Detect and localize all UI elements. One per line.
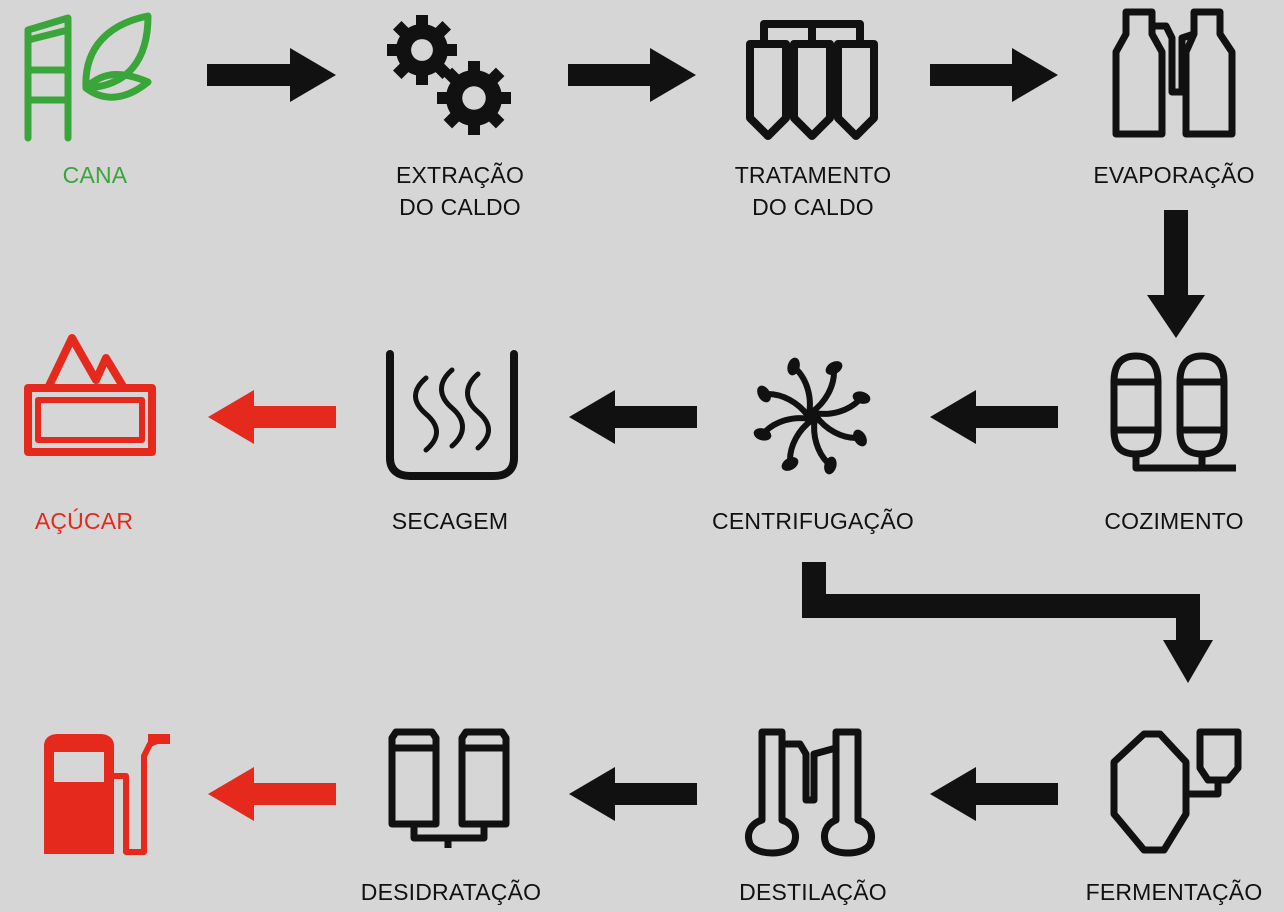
step-label-line: AÇÚCAR: [34, 508, 134, 534]
step-label-acucar: AÇÚCAR: [0, 505, 194, 537]
step-label-line: CENTRIFUGAÇÃO: [712, 508, 914, 534]
fermenter-icon: [1110, 728, 1242, 854]
dryer-icon: [386, 350, 518, 480]
step-label-line: DO CALDO: [752, 194, 874, 220]
cooking-pans-icon: [1110, 352, 1236, 472]
evaporator-icon: [1112, 8, 1236, 138]
sugar-pile-icon: [24, 334, 156, 456]
step-label-line: FERMENTAÇÃO: [1085, 879, 1263, 905]
distillation-column-icon: [745, 728, 875, 857]
dehydration-columns-icon: [388, 728, 510, 848]
step-label-line: COZIMENTO: [1104, 508, 1244, 534]
arrow-secagem-to-acucar: [208, 390, 336, 444]
centrifuge-icon: [753, 357, 871, 475]
arrow-tratamento-to-evaporacao: [930, 48, 1058, 102]
step-label-evaporacao: EVAPORAÇÃO: [1064, 159, 1284, 191]
step-label-cozimento: COZIMENTO: [1064, 505, 1284, 537]
step-label-desidratacao: DESIDRATAÇÃO: [341, 876, 561, 908]
step-label-line: EVAPORAÇÃO: [1093, 162, 1255, 188]
gears-icon: [387, 15, 511, 135]
step-label-line: CANA: [62, 162, 128, 188]
step-label-line: DESIDRATAÇÃO: [360, 879, 542, 905]
step-label-line: DESTILAÇÃO: [739, 879, 887, 905]
arrow-destilacao-to-desidratacao: [569, 767, 697, 821]
arrow-centrifugacao-to-fermentacao: [802, 562, 1213, 683]
step-label-line: SECAGEM: [391, 508, 509, 534]
step-label-extracao: EXTRAÇÃO DO CALDO: [350, 159, 570, 223]
step-label-tratamento: TRATAMENTO DO CALDO: [703, 159, 923, 223]
arrow-extracao-to-tratamento: [568, 48, 696, 102]
treatment-tanks-icon: [746, 20, 878, 140]
step-label-secagem: SECAGEM: [340, 505, 560, 537]
arrow-desidratacao-to-etanol: [208, 767, 336, 821]
step-label-centrifugacao: CENTRIFUGAÇÃO: [703, 505, 923, 537]
fuel-pump-icon: [44, 734, 170, 855]
arrow-evaporacao-to-cozimento: [1147, 210, 1205, 338]
step-label-fermentacao: FERMENTAÇÃO: [1064, 876, 1284, 908]
step-label-line: DO CALDO: [399, 194, 521, 220]
sugarcane-icon: [24, 12, 152, 142]
arrow-cana-to-extracao: [207, 48, 336, 102]
step-label-destilacao: DESTILAÇÃO: [703, 876, 923, 908]
arrow-centrifugacao-to-secagem: [569, 390, 697, 444]
arrow-fermentacao-to-destilacao: [930, 767, 1058, 821]
step-label-line: EXTRAÇÃO: [395, 162, 525, 188]
arrow-cozimento-to-centrifugacao: [930, 390, 1058, 444]
step-label-cana: CANA: [0, 159, 205, 191]
step-label-line: TRATAMENTO: [734, 162, 892, 188]
